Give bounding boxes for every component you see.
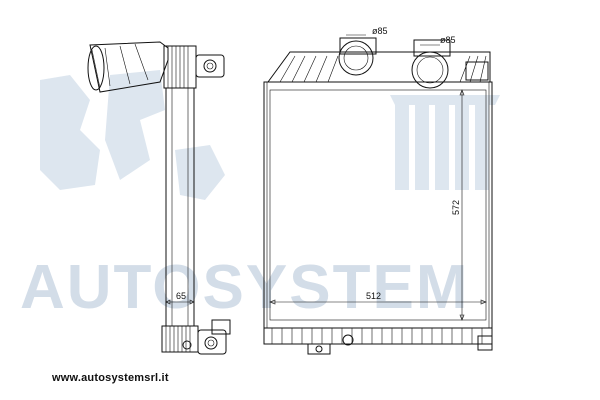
front-view bbox=[263, 34, 493, 355]
dimension-core-width: 512 bbox=[366, 291, 381, 301]
side-view bbox=[87, 41, 231, 355]
dimension-side-width: 65 bbox=[176, 291, 186, 301]
website-url: www.autosystemsrl.it bbox=[52, 372, 169, 384]
dimension-pipe-right: ø85 bbox=[440, 35, 456, 45]
dimension-pipe-left: ø85 bbox=[372, 26, 388, 36]
dimension-core-height: 572 bbox=[451, 200, 461, 215]
watermark-logo bbox=[40, 70, 500, 200]
watermark-text: AUTOSYSTEM bbox=[20, 253, 469, 322]
